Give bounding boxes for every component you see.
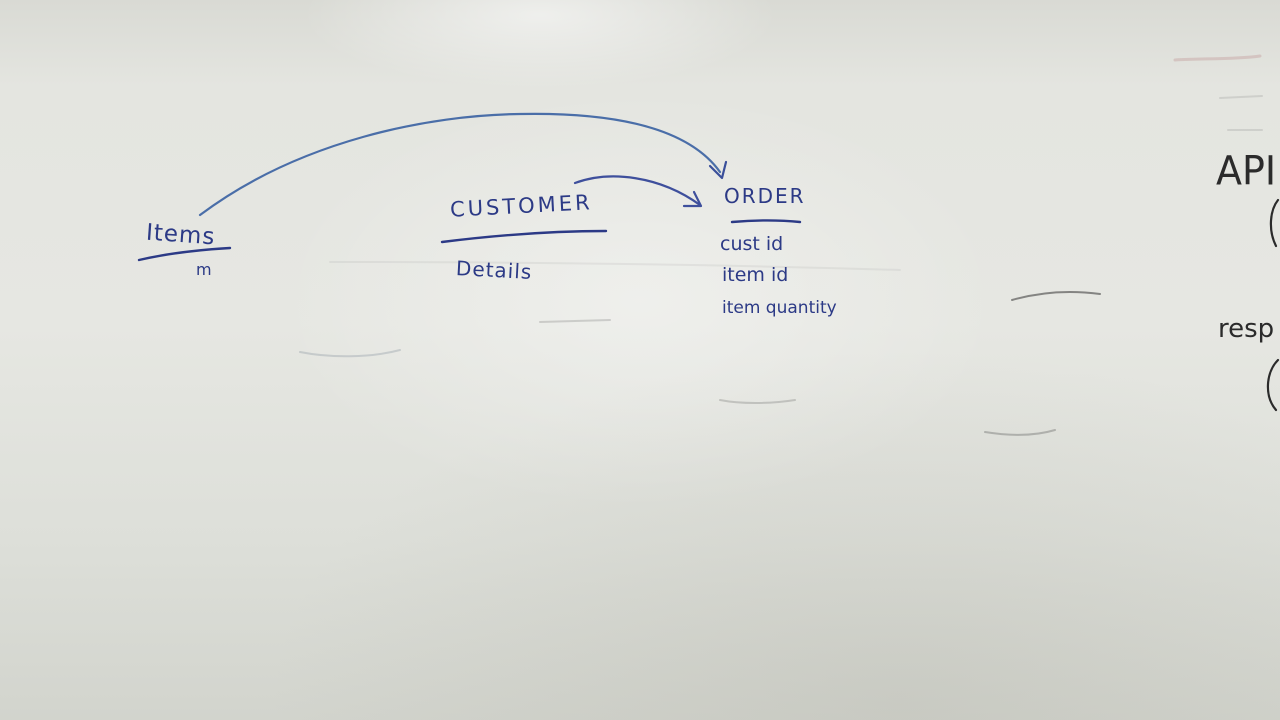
customer-to-order-arrowhead [682,190,703,208]
items-to-order-arrowhead [708,160,728,180]
items-underline [137,246,232,262]
order-field: item quantity [722,298,837,318]
ghost-marks [299,54,1263,436]
order-underline [730,219,802,224]
order-entity-label: ORDER [724,184,806,208]
api-label: API [1216,147,1277,195]
items-entity-label: Items [145,219,217,251]
items-note: m [196,260,212,279]
api-brace [1269,198,1280,248]
items-to-order-arrow [198,112,722,217]
resp-label: resp [1218,314,1275,344]
customer-underline [440,229,608,244]
customer-field: Details [455,256,533,284]
customer-to-order-arrow [573,175,702,207]
order-field: item id [722,264,789,286]
resp-brace [1266,358,1280,412]
order-field: cust id [720,233,784,255]
